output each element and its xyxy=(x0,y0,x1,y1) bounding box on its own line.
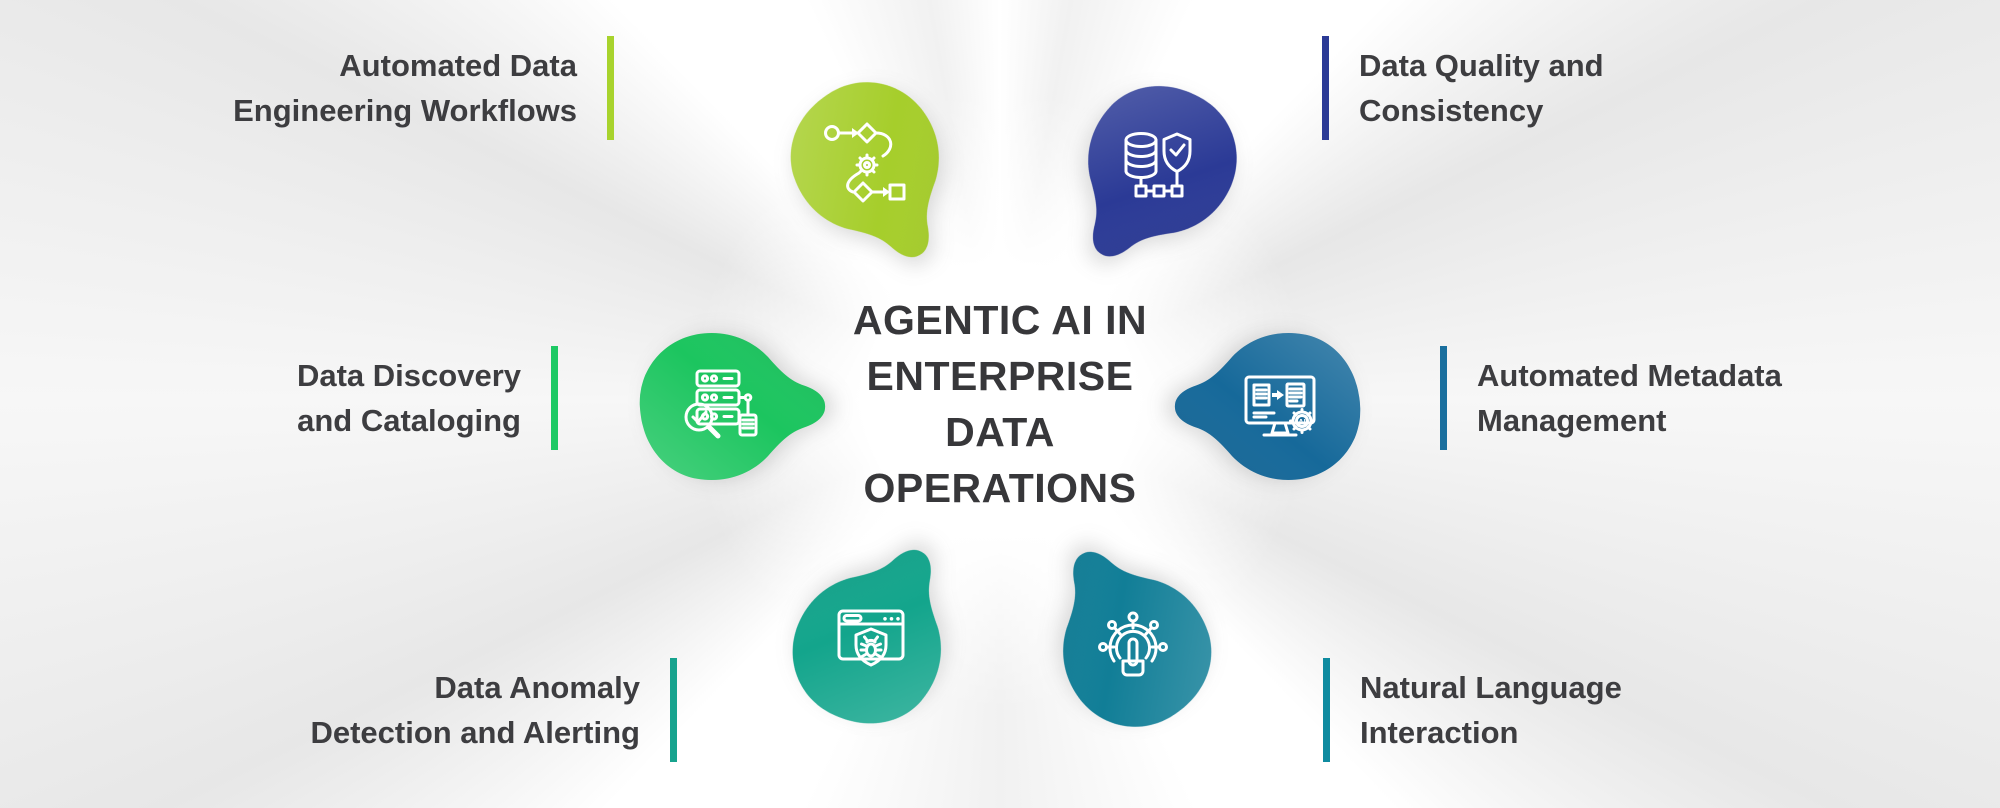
node-data-quality-and-consistency xyxy=(1056,72,1246,281)
workflow-icon xyxy=(819,113,919,213)
browser-bug-shield-icon xyxy=(821,593,921,693)
accent-bar xyxy=(1322,36,1329,140)
accent-bar xyxy=(670,658,677,762)
accent-bar xyxy=(1323,658,1330,762)
label-automated-data-engineering-workflows: Automated Data Engineering Workflows xyxy=(233,36,614,140)
label-natural-language-interaction: Natural Language Interaction xyxy=(1323,658,1622,762)
blob-shape xyxy=(790,82,939,258)
node-natural-language-interaction xyxy=(1032,530,1222,739)
monitor-docs-ai-icon: AI xyxy=(1230,357,1330,457)
node-automated-data-engineering-workflows xyxy=(780,70,970,279)
label-text: Data Anomaly Detection and Alerting xyxy=(310,670,640,750)
node-data-discovery-and-cataloging xyxy=(638,302,828,511)
server-search-icon xyxy=(671,357,771,457)
page-title: AGENTIC AI IN ENTERPRISE DATA OPERATIONS xyxy=(852,297,1148,511)
label-automated-metadata-management: Automated Metadata Management xyxy=(1440,346,1782,450)
blob-shape xyxy=(1088,86,1237,257)
label-data-discovery-and-cataloging: Data Discovery and Cataloging xyxy=(297,346,558,450)
label-text: Data Quality and Consistency xyxy=(1359,48,1604,128)
label-text: Automated Metadata Management xyxy=(1477,358,1782,438)
label-text: Automated Data Engineering Workflows xyxy=(233,48,577,128)
label-data-anomaly-detection-and-alerting: Data Anomaly Detection and Alerting xyxy=(310,658,677,762)
accent-bar xyxy=(1440,346,1447,450)
database-shield-icon xyxy=(1108,116,1208,216)
label-text: Natural Language Interaction xyxy=(1360,670,1622,750)
blob-shape xyxy=(792,549,941,724)
node-data-anomaly-detection-and-alerting xyxy=(782,528,972,737)
touch-network-icon xyxy=(1083,595,1183,695)
node-automated-metadata-management: AI xyxy=(1172,302,1362,511)
svg-text:AI: AI xyxy=(1298,417,1306,426)
label-data-quality-and-consistency: Data Quality and Consistency xyxy=(1322,36,1604,140)
accent-bar xyxy=(551,346,558,450)
accent-bar xyxy=(607,36,614,140)
label-text: Data Discovery and Cataloging xyxy=(296,358,521,438)
